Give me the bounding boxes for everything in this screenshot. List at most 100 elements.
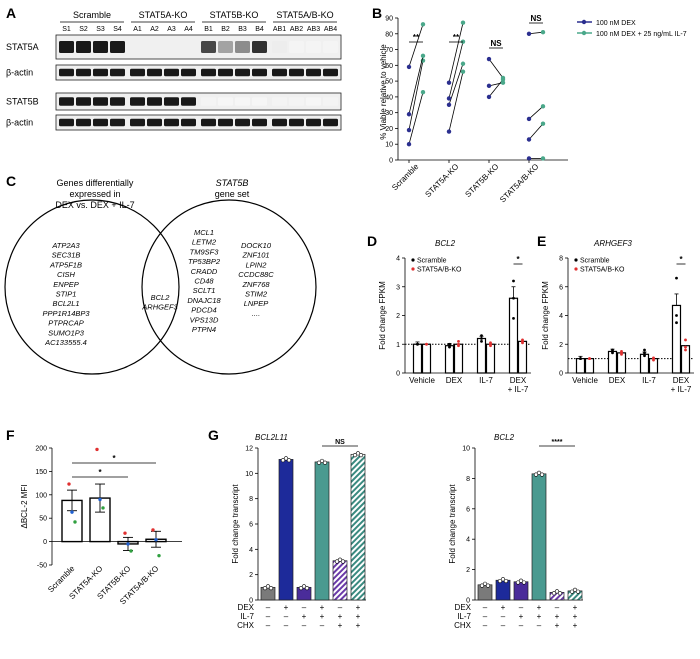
g-left-treatment-mark: +	[320, 612, 325, 621]
panel-letter-g: G	[208, 427, 219, 443]
g-right-point	[551, 591, 557, 596]
blot-band	[272, 68, 287, 77]
blot-band	[218, 68, 233, 77]
venn-right-gene: PTPN4	[192, 325, 216, 334]
venn-left-title-line: expressed in	[69, 189, 120, 199]
g-left-bar	[332, 560, 348, 601]
blot-band	[93, 97, 108, 106]
g-left-point	[286, 458, 292, 463]
point-stat5ab-ko	[652, 356, 655, 360]
point-stat5ab-ko	[457, 344, 460, 348]
blot-band	[252, 97, 267, 106]
blot-band	[289, 68, 304, 77]
blot-band	[289, 118, 304, 127]
point-scramble	[643, 351, 646, 355]
blot-band	[272, 41, 287, 53]
b-point-dex	[446, 96, 452, 101]
b-pair-line	[488, 79, 504, 98]
blot-band	[59, 68, 74, 77]
viability-chart: 0102030405060708090Scramble**STAT5A-KO**…	[385, 14, 568, 204]
y-tick-label: 4	[396, 256, 400, 263]
g-right-point	[485, 583, 491, 588]
g-right-treatment-mark: +	[519, 612, 524, 621]
blot-band	[306, 97, 321, 106]
b-point-dex-il7	[500, 80, 506, 85]
f-y-tick-label: -50	[37, 563, 47, 570]
blot-lane-label: B3	[238, 26, 247, 33]
b-point-dex	[486, 56, 492, 62]
venn-right-gene: ZNF768	[241, 280, 270, 289]
venn-left-gene: SEC31B	[52, 251, 81, 260]
b-significance-label: NS	[530, 14, 542, 23]
g-left-treatment-mark: –	[284, 621, 289, 630]
g-right-treatment-label: DEX	[455, 603, 472, 612]
g-right-point	[479, 583, 485, 588]
panel-letter-d: D	[367, 233, 377, 249]
y-tick-label: 2	[396, 313, 400, 320]
blot-band	[76, 97, 91, 106]
blot-band	[306, 118, 321, 127]
blot-lane-label: A1	[133, 26, 142, 33]
point-stat5ab-ko	[425, 342, 428, 346]
f-point	[67, 482, 71, 486]
g-right-y-tick-label: 6	[466, 506, 470, 513]
blot-band	[110, 97, 125, 106]
b-pair-line	[448, 41, 464, 99]
b-y-tick-label: 20	[385, 126, 393, 133]
blot-lane-label: A3	[167, 26, 176, 33]
blot-lane-label: AB4	[324, 26, 337, 33]
g-left-treatment-mark: +	[338, 612, 343, 621]
b-pair-line	[448, 63, 464, 105]
blot-band	[218, 97, 233, 106]
x-tick-label: + IL-7	[671, 385, 692, 394]
g-left-bar	[278, 459, 294, 601]
g-right-significance-label: ****	[552, 439, 563, 446]
blot-band	[147, 97, 162, 106]
blot-band	[252, 118, 267, 127]
e-title: ARHGEF3	[593, 239, 632, 248]
g-right-y-tick-label: 2	[466, 567, 470, 574]
legend-label-dex: 100 nM DEX	[596, 20, 636, 27]
blot-band	[289, 41, 304, 53]
g-left-treatment-mark: +	[356, 612, 361, 621]
b-point-dex	[406, 112, 412, 117]
g-left-point	[304, 586, 310, 591]
point-stat5ab-ko	[521, 339, 524, 343]
y-tick-label: 0	[559, 371, 563, 378]
g-right-bar	[513, 581, 529, 601]
venn-right-gene: PDCD4	[191, 306, 216, 315]
blot-band	[235, 118, 250, 127]
b-point-dex	[526, 156, 532, 161]
point-scramble	[643, 348, 646, 352]
g-left-treatment-label: CHX	[237, 621, 255, 630]
significance-label: *	[679, 255, 683, 264]
g-right-point	[575, 589, 581, 594]
venn-left-gene: SUMO1P3	[48, 328, 85, 337]
g-left-significance-label: NS	[335, 439, 345, 446]
g-right-treatment-mark: –	[537, 621, 542, 630]
venn-shared-gene: BCL2	[151, 293, 171, 302]
blot-band	[130, 97, 145, 106]
blot-band	[76, 41, 91, 53]
b-point-dex-il7	[420, 53, 426, 59]
g-left-treatment-mark: –	[284, 612, 289, 621]
bar-scramble	[607, 350, 618, 374]
blot-group-label: Scramble	[73, 10, 111, 20]
y-tick-label: 4	[559, 313, 563, 320]
f-y-tick-label: 50	[39, 516, 47, 523]
f-point	[157, 553, 161, 558]
bar-stat5ab-ko	[680, 345, 691, 374]
b-point-dex	[526, 116, 532, 122]
g-right-y-tick-label: 0	[466, 598, 470, 605]
blot-lane-label: S4	[113, 26, 122, 33]
blot-band	[76, 68, 91, 77]
b-y-tick-label: 90	[385, 16, 393, 23]
g-right-treatment-mark: +	[555, 621, 560, 630]
point-stat5ab-ko	[684, 345, 687, 349]
g-left-treatment-mark: +	[302, 612, 307, 621]
x-tick-label: Vehicle	[572, 376, 598, 385]
g-left-treatment-mark: –	[266, 603, 271, 612]
panel-letter-a: A	[6, 5, 16, 21]
venn-right-title: STAT5B	[216, 178, 249, 188]
g-right-bar	[477, 584, 493, 601]
